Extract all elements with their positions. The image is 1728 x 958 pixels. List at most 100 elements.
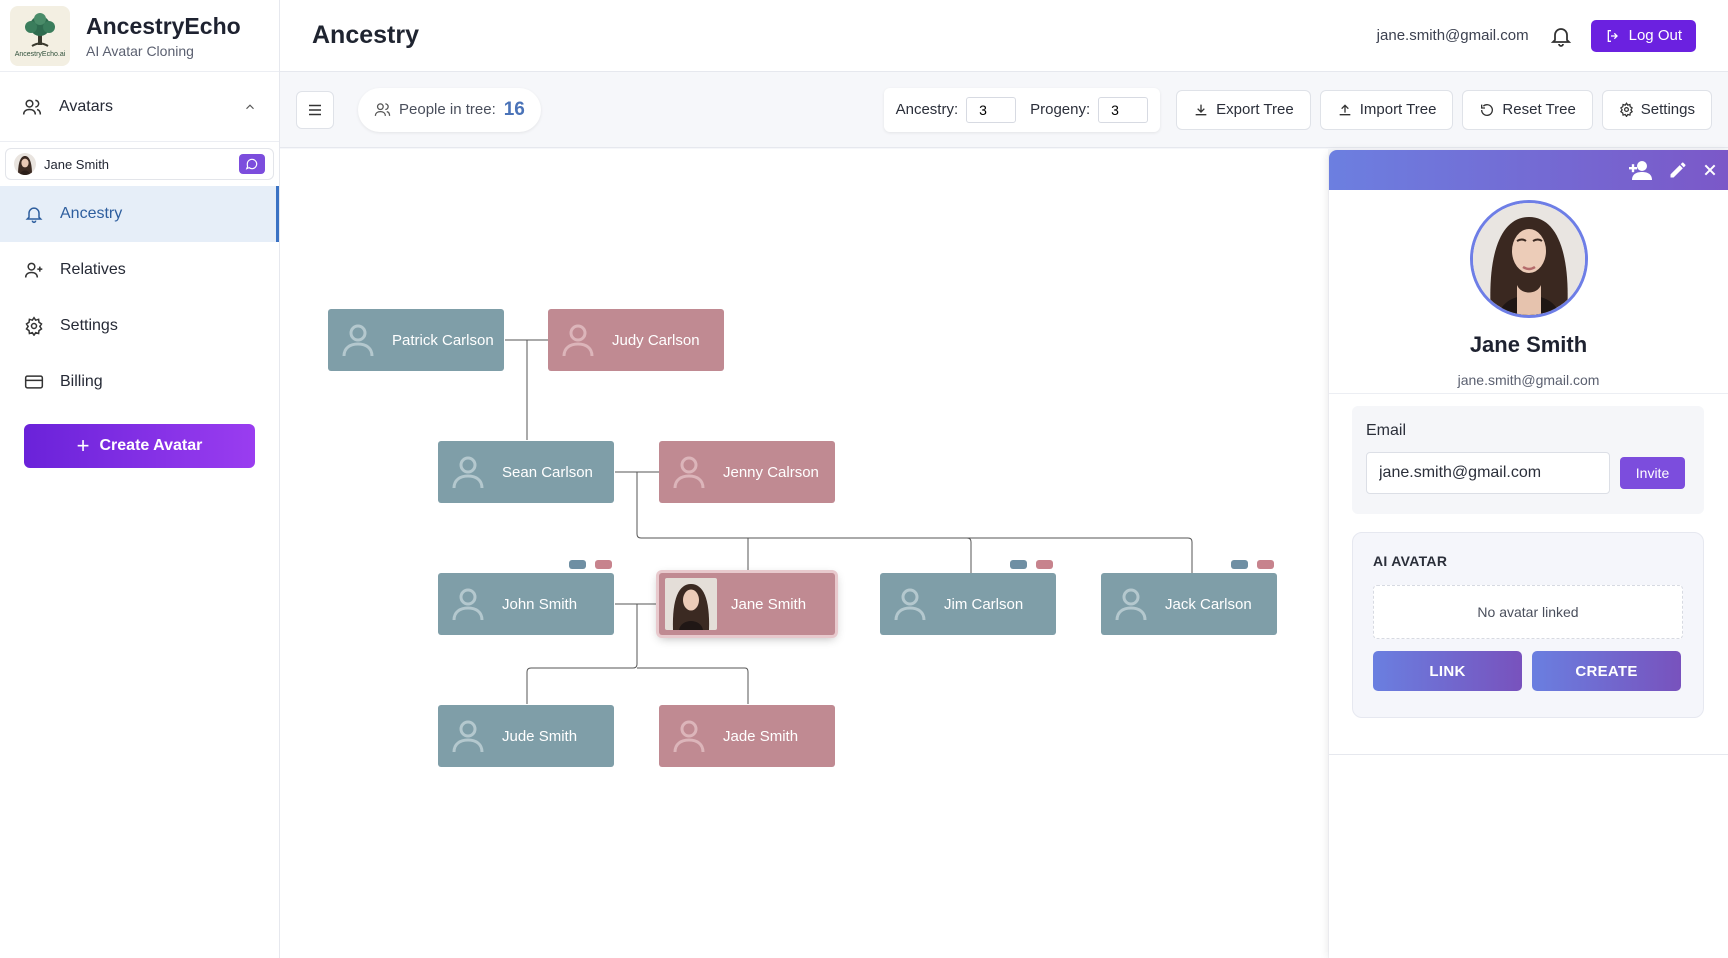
node-tags	[1010, 560, 1053, 569]
person-icon	[562, 324, 594, 357]
create-avatar-button[interactable]: + Create Avatar	[24, 424, 255, 468]
tree-node-jude-smith[interactable]: Jude Smith	[438, 705, 614, 767]
tree-node-sean-carlson[interactable]: Sean Carlson	[438, 441, 614, 503]
node-name: Jane Smith	[731, 595, 807, 613]
import-label: Import Tree	[1359, 101, 1437, 118]
depth-controls: Ancestry: Progeny:	[883, 87, 1161, 132]
avatars-section-label: Avatars	[59, 97, 113, 115]
invite-button[interactable]: Invite	[1620, 457, 1685, 489]
node-name: Patrick Carlson	[392, 331, 494, 349]
progeny-depth-input[interactable]	[1098, 96, 1149, 123]
chevron-up-icon	[246, 103, 254, 109]
person-icon	[452, 456, 484, 489]
female-tag[interactable]	[1257, 560, 1274, 569]
ancestry-depth-label: Ancestry:	[895, 101, 959, 118]
sidebar-item-label: Settings	[60, 317, 118, 334]
gear-icon	[25, 316, 43, 336]
tree-node-judy-carlson[interactable]: Judy Carlson	[548, 309, 724, 371]
node-name: John Smith	[502, 595, 578, 613]
email-card: Email Invite	[1352, 406, 1704, 514]
tree-connectors	[505, 339, 1193, 704]
chat-icon	[245, 158, 258, 170]
logo-text: AncestryEcho.ai	[14, 51, 66, 58]
tree-node-john-smith[interactable]: John Smith	[438, 573, 614, 635]
tree-node-patrick-carlson[interactable]: Patrick Carlson	[328, 309, 504, 371]
person-icon	[894, 588, 926, 621]
notifications-bell-icon[interactable]	[1549, 24, 1573, 48]
female-tag[interactable]	[1036, 560, 1053, 569]
people-count-pill: People in tree: 16	[358, 87, 541, 132]
logout-label: Log Out	[1628, 27, 1682, 44]
avatar-list-item[interactable]: Jane Smith	[5, 148, 274, 180]
create-avatar-panel-button[interactable]: CREATE	[1532, 651, 1681, 691]
reset-tree-button[interactable]: Reset Tree	[1462, 89, 1593, 130]
person-icon	[452, 720, 484, 753]
email-field[interactable]	[1366, 452, 1610, 494]
import-tree-button[interactable]: Import Tree	[1319, 89, 1454, 130]
node-photo	[665, 578, 717, 630]
app-subtitle: AI Avatar Cloning	[86, 42, 194, 59]
menu-button[interactable]	[296, 90, 334, 129]
tree-toolbar: People in tree: 16 Ancestry: Progeny: Ex…	[280, 72, 1728, 148]
person-icon	[673, 456, 705, 489]
avatars-section-toggle[interactable]: Avatars	[0, 72, 279, 142]
people-label: People in tree:	[399, 101, 496, 118]
users-icon	[374, 103, 391, 116]
node-name: Jack Carlson	[1165, 595, 1252, 613]
tree-node-jim-carlson[interactable]: Jim Carlson	[880, 573, 1056, 635]
node-name: Jim Carlson	[944, 595, 1024, 613]
sidebar-item-ancestry[interactable]: Ancestry	[0, 186, 279, 242]
people-count: 16	[503, 98, 525, 120]
tree-settings-button[interactable]: Settings	[1601, 89, 1712, 130]
sidebar-item-label: Billing	[60, 373, 103, 390]
close-icon[interactable]	[1702, 162, 1718, 178]
brand-text: AncestryEcho AI Avatar Cloning	[86, 13, 241, 59]
male-tag[interactable]	[569, 560, 586, 569]
export-tree-button[interactable]: Export Tree	[1176, 89, 1311, 130]
add-person-icon[interactable]	[1628, 159, 1654, 181]
male-tag[interactable]	[1010, 560, 1027, 569]
profile-name: Jane Smith	[1469, 332, 1588, 357]
plus-icon: +	[76, 433, 90, 458]
ancestry-depth-input[interactable]	[966, 96, 1017, 123]
email-label: Email	[1366, 422, 1407, 439]
logout-button[interactable]: Log Out	[1590, 19, 1696, 52]
user-plus-icon	[24, 262, 43, 278]
male-tag[interactable]	[1231, 560, 1248, 569]
ai-avatar-title: AI AVATAR	[1373, 553, 1448, 569]
user-email: jane.smith@gmail.com	[1376, 27, 1529, 44]
panel-header	[1329, 150, 1728, 190]
top-header: Ancestry jane.smith@gmail.com Log Out	[280, 0, 1728, 72]
family-tree-canvas[interactable]: Patrick Carlson Judy Carlson Sean Carlso…	[280, 149, 1328, 958]
tree-node-jane-smith[interactable]: Jane Smith	[659, 573, 835, 635]
tree-logo-icon	[25, 13, 55, 47]
credit-card-icon	[24, 375, 44, 389]
page-title: Ancestry	[312, 21, 419, 49]
upload-icon	[1339, 103, 1351, 115]
sidebar-item-relatives[interactable]: Relatives	[0, 242, 279, 298]
app-logo[interactable]: AncestryEcho.ai	[10, 5, 70, 66]
chat-button[interactable]	[239, 154, 265, 174]
person-detail-panel: Jane Smith jane.smith@gmail.com Email In…	[1329, 150, 1728, 958]
tree-node-jade-smith[interactable]: Jade Smith	[659, 705, 835, 767]
logout-icon	[1607, 29, 1618, 42]
node-name: Sean Carlson	[502, 463, 593, 481]
node-name: Jade Smith	[723, 727, 799, 745]
sidebar-item-billing[interactable]: Billing	[0, 354, 279, 410]
tree-node-jenny-calrson[interactable]: Jenny Calrson	[659, 441, 835, 503]
female-tag[interactable]	[595, 560, 612, 569]
sidebar-item-settings[interactable]: Settings	[0, 298, 279, 354]
users-icon	[22, 99, 42, 115]
person-icon	[452, 588, 484, 621]
node-name: Jenny Calrson	[723, 463, 819, 481]
hamburger-icon	[309, 104, 321, 115]
export-label: Export Tree	[1216, 101, 1294, 118]
sidebar-item-label: Relatives	[60, 261, 126, 278]
app-name: AncestryEcho	[86, 12, 241, 39]
link-avatar-button[interactable]: LINK	[1373, 651, 1522, 691]
profile-photo	[1469, 200, 1588, 318]
settings-label: Settings	[1640, 101, 1695, 118]
edit-pencil-icon[interactable]	[1668, 160, 1688, 180]
tree-node-jack-carlson[interactable]: Jack Carlson	[1101, 573, 1277, 635]
sidebar: AncestryEcho.ai AncestryEcho AI Avatar C…	[0, 0, 280, 958]
